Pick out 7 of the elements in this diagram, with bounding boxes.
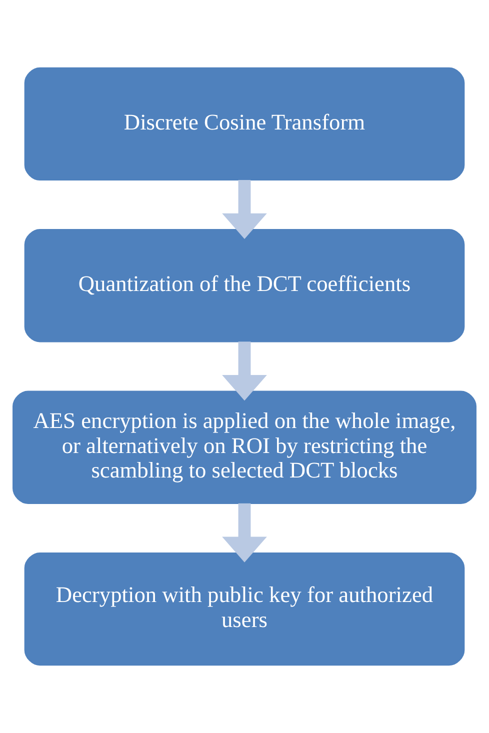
node-box: Decryption with public key for authorized users xyxy=(24,552,465,666)
arrow xyxy=(222,342,267,401)
node-box: AES encryption is applied on the whole image, or alternatively on ROI by restricting the scambling to selected DCT blocks xyxy=(12,390,476,504)
arrow xyxy=(222,180,267,239)
node-box: Discrete Cosine Transform xyxy=(24,67,465,181)
arrow xyxy=(222,503,267,562)
node-box: Quantization of the DCT coefficients xyxy=(24,229,465,342)
